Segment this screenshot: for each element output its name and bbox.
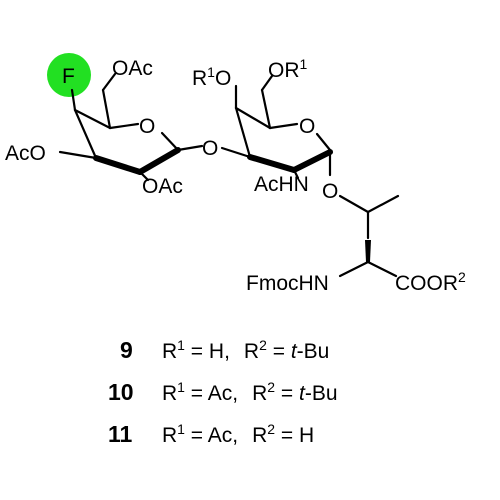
achn-label: AcHN [254, 173, 309, 196]
fmochn-label: FmocHN [246, 272, 329, 295]
fluorine-highlight [47, 53, 91, 97]
legend-substituents: R1 = Ac,R2 = H [162, 421, 314, 447]
coor2-label: COOR2 [395, 269, 466, 295]
fluorine-label: F [62, 65, 75, 88]
threonine-bonds [338, 194, 400, 278]
compound-number: 10 [108, 379, 134, 405]
oac-bottom-label: OAc [142, 175, 183, 198]
ring2-bonds [220, 74, 333, 180]
legend-row-9: 9 R1 = H,R2 = t-Bu [120, 337, 329, 363]
stereo-wedge [365, 240, 371, 262]
ring1-oxygen-label: O [139, 115, 155, 138]
compound-number: 9 [120, 337, 133, 363]
r1o-label: R1O [192, 64, 231, 90]
linker-oxygen-label: O [202, 137, 218, 160]
legend-row-10: 10 R1 = Ac,R2 = t-Bu [108, 379, 338, 405]
ring1-bonds [58, 72, 204, 182]
compound-legend: 9 R1 = H,R2 = t-Bu 10 R1 = Ac,R2 = t-Bu … [108, 337, 338, 447]
legend-substituents: R1 = Ac,R2 = t-Bu [162, 379, 338, 405]
aco-left-label: AcO [5, 142, 46, 165]
compound-number: 11 [108, 421, 133, 447]
or1-label: OR1 [268, 56, 308, 82]
oac-top-label: OAc [112, 57, 153, 80]
legend-row-11: 11 R1 = Ac,R2 = H [108, 421, 314, 447]
glycosidic-oxygen-label: O [322, 180, 338, 203]
ring2-oxygen-label: O [299, 115, 315, 138]
legend-substituents: R1 = H,R2 = t-Bu [162, 337, 329, 363]
